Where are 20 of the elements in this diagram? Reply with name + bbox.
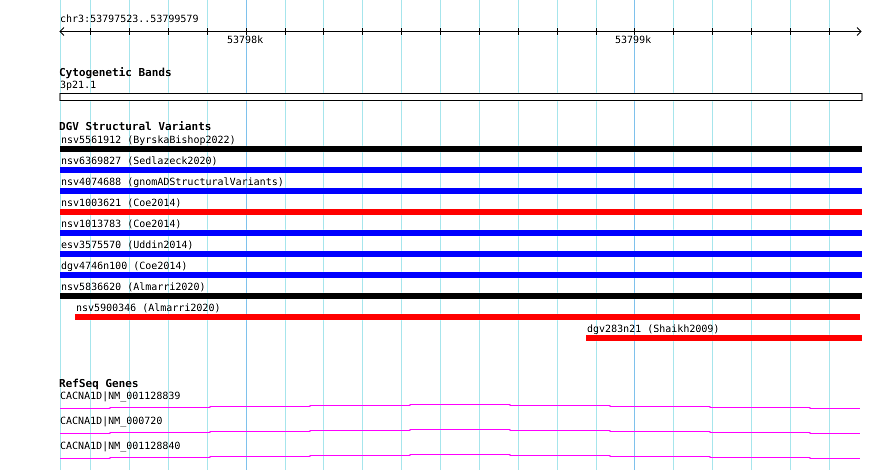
track-title: RefSeq Genes	[59, 378, 138, 390]
variant-label: dgv4746n100 (Coe2014)	[61, 261, 188, 273]
variant-label: nsv6369827 (Sedlazeck2020)	[61, 156, 218, 168]
variant-label: dgv283n21 (Shaikh2009)	[587, 324, 720, 336]
variant-label: nsv1003621 (Coe2014)	[61, 198, 182, 210]
variant-label: nsv4074688 (gnomADStructuralVariants)	[61, 177, 284, 189]
variant-label: nsv5900346 (Almarri2020)	[76, 303, 220, 315]
variant-label: esv3575570 (Uddin2014)	[61, 240, 194, 252]
track-title: DGV Structural Variants	[59, 121, 212, 133]
gene-label: CACNA1D|NM_001128839	[60, 391, 180, 403]
gene-label: CACNA1D|NM_001128840	[60, 441, 180, 453]
region-label: chr3:53797523..53799579	[60, 14, 198, 26]
variant-label: nsv1013783 (Coe2014)	[61, 219, 182, 231]
coordinate-label: 53799k	[615, 35, 652, 47]
track-title: Cytogenetic Bands	[59, 67, 172, 79]
coordinate-label: 53798k	[227, 35, 264, 47]
gene-label: CACNA1D|NM_000720	[60, 416, 162, 428]
variant-label: nsv5836620 (Almarri2020)	[61, 282, 206, 294]
band-label: 3p21.1	[60, 80, 96, 92]
variant-label: nsv5561912 (ByrskaBishop2022)	[61, 135, 236, 147]
